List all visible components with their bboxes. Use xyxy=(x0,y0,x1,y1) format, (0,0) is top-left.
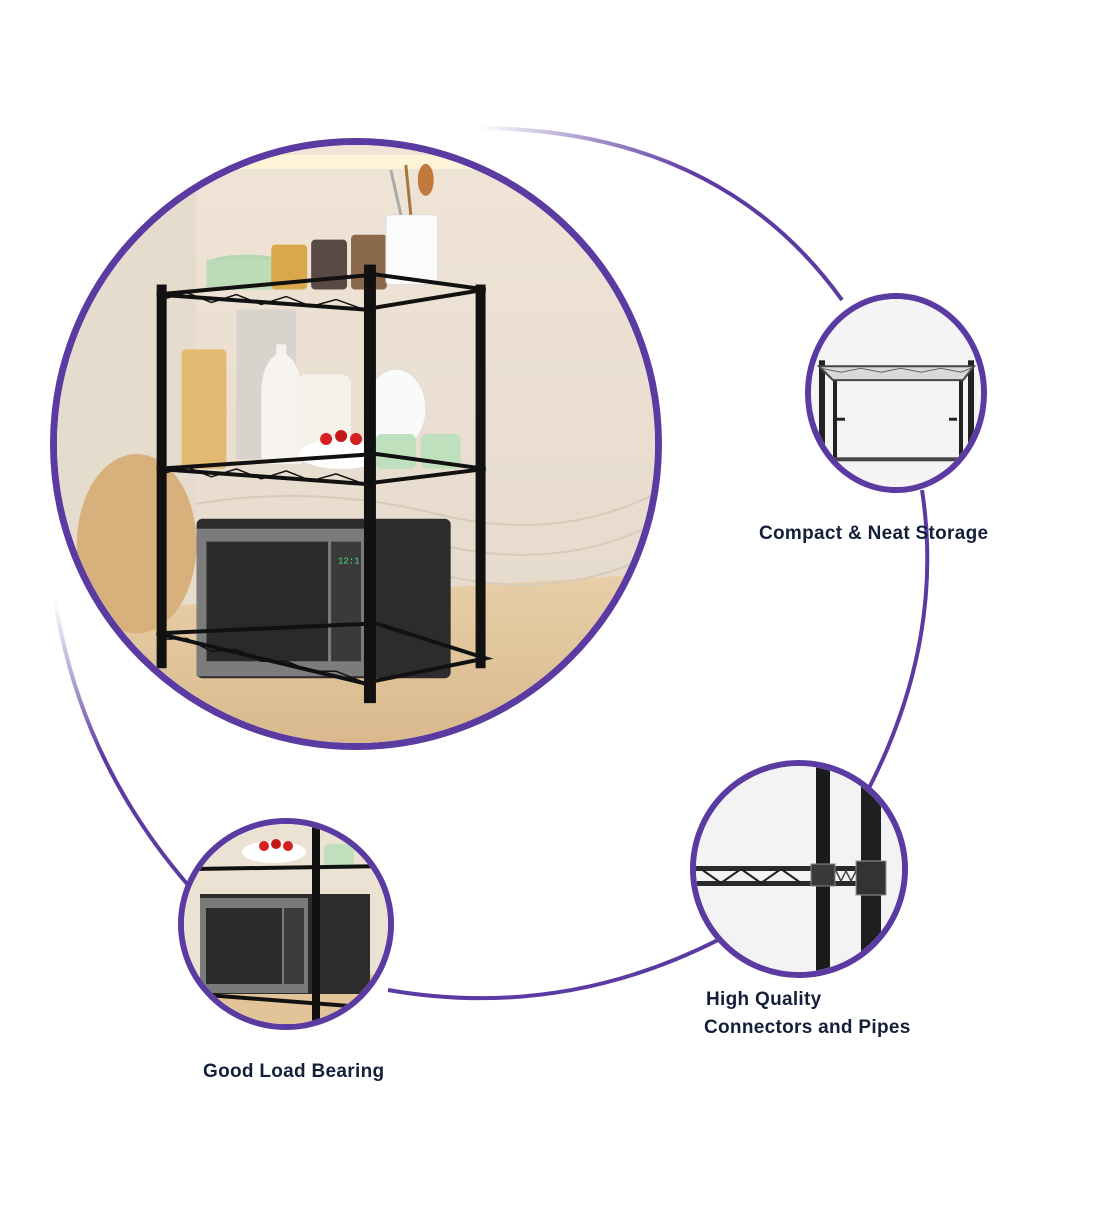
feature-label-connectors-line2: Connectors and Pipes xyxy=(704,1017,911,1038)
feature-label-connectors-line1: High Quality xyxy=(706,989,822,1010)
microwave-display: 12:1 xyxy=(338,557,360,567)
rack-top-closeup-illustration xyxy=(811,299,981,487)
hero-image-bubble: 12:1 xyxy=(50,138,662,750)
pipe-connector-illustration xyxy=(696,766,902,972)
feature-label-load: Good Load Bearing xyxy=(203,1061,385,1082)
feature-bubble-compact xyxy=(805,293,987,493)
feature-label-compact: Compact & Neat Storage xyxy=(759,523,989,544)
kitchen-rack-illustration: 12:1 xyxy=(57,145,655,743)
feature-bubble-connectors xyxy=(690,760,908,978)
feature-bubble-load xyxy=(178,818,394,1030)
microwave-shelf-illustration xyxy=(184,824,388,1024)
